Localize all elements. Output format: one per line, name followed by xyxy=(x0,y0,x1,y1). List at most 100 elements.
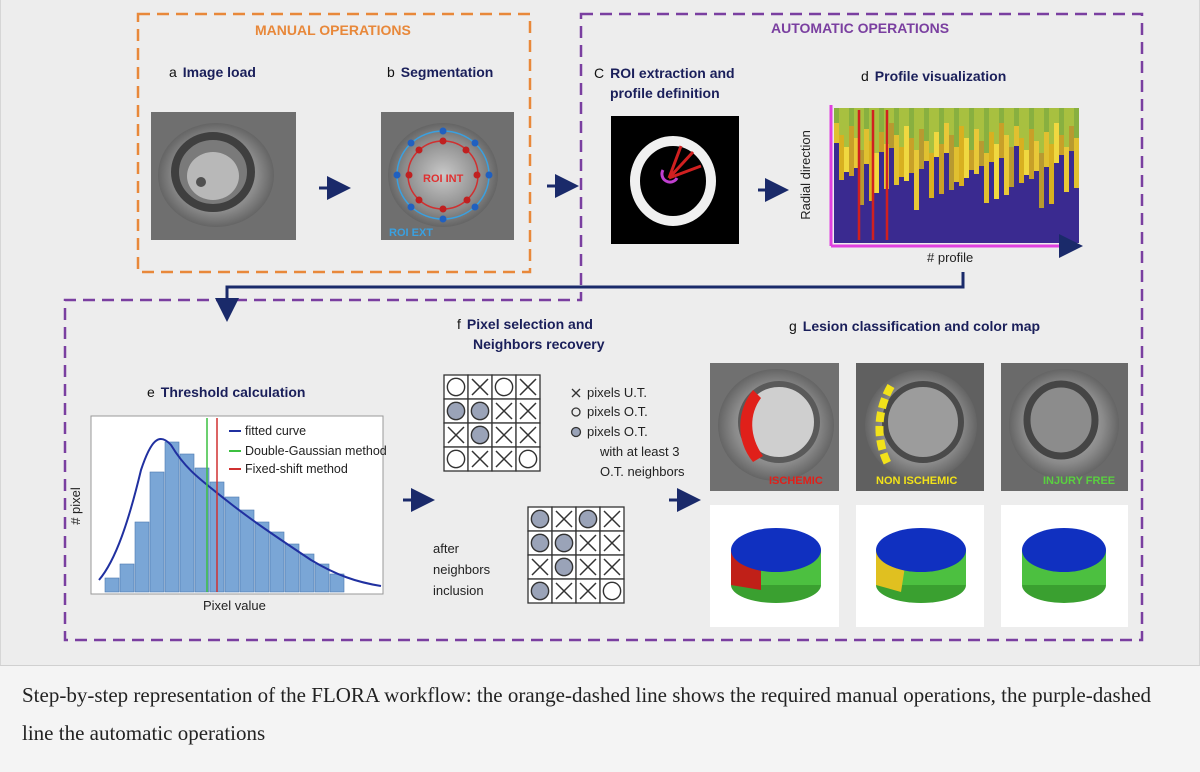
heatmap-cell xyxy=(894,108,899,135)
pixel-over-threshold-neighbors xyxy=(578,509,598,529)
heatmap-cell xyxy=(1014,108,1019,126)
heatmap-cell xyxy=(914,150,919,210)
heatmap-cell xyxy=(899,108,904,147)
heatmap-cell xyxy=(1044,108,1049,132)
histogram-bar xyxy=(299,553,315,593)
heatmap-cell xyxy=(994,144,999,199)
heatmap-cell xyxy=(1019,108,1024,138)
legend-fitted-curve: fitted curve xyxy=(245,424,307,438)
heatmap-cell xyxy=(1009,147,1014,187)
heatmap-cell xyxy=(1054,108,1059,123)
heatmap-cell xyxy=(839,135,844,180)
heatmap-cell xyxy=(1074,108,1079,138)
heatmap-cell xyxy=(1019,138,1024,183)
heatmap-cell xyxy=(1049,108,1054,144)
pixel-over-threshold-neighbors xyxy=(530,533,550,553)
heatmap-cell xyxy=(999,123,1004,158)
histogram-bar xyxy=(254,521,270,593)
heatmap-cell xyxy=(834,123,839,143)
heatmap-cell xyxy=(1049,144,1054,204)
heatmap-cell xyxy=(954,147,959,182)
roi-ext-label: ROI EXT xyxy=(389,227,433,239)
histogram-bar xyxy=(194,467,210,593)
histogram-bar xyxy=(269,531,285,593)
heatmap-cell xyxy=(1014,126,1019,146)
heatmap-cell xyxy=(1024,150,1029,175)
pixel-under-threshold xyxy=(579,582,597,600)
roi-extraction-image xyxy=(611,116,739,244)
heatmap-cell xyxy=(929,108,934,153)
pixel-over-threshold-neighbors xyxy=(554,533,574,553)
pixel-under-threshold xyxy=(603,558,621,576)
heatmap-cell xyxy=(904,108,909,126)
heatmap-cell xyxy=(869,108,874,141)
heatmap-cell xyxy=(859,108,864,150)
histogram-bar xyxy=(164,441,180,593)
pixel-over-threshold xyxy=(446,449,466,469)
heatmap-cell xyxy=(984,108,989,153)
heatmap-cell xyxy=(864,108,869,129)
pixel-under-threshold xyxy=(579,534,597,552)
3d-map-non-ischemic xyxy=(856,505,984,627)
heatmap-cell xyxy=(854,138,859,168)
histogram-bar xyxy=(329,573,345,593)
automatic-operations-border xyxy=(63,12,1144,642)
pixel-over-threshold-neighbors xyxy=(446,401,466,421)
pixel-under-threshold xyxy=(603,510,621,528)
heatmap-cell xyxy=(1004,135,1009,195)
heatmap-cell xyxy=(1069,126,1074,151)
profile-axis-label: # profile xyxy=(927,250,974,265)
pixel-under-threshold xyxy=(519,378,537,396)
pixel-under-threshold xyxy=(579,558,597,576)
heatmap-cell xyxy=(849,126,854,176)
histogram-bar xyxy=(149,471,165,593)
heatmap-cell xyxy=(939,144,944,194)
pixel-count-label: # pixel xyxy=(67,487,83,525)
heatmap-cell xyxy=(989,132,994,162)
pixel-under-threshold xyxy=(519,426,537,444)
heatmap-cell xyxy=(1069,108,1074,126)
heatmap-cell xyxy=(1044,132,1049,167)
heatmap-cell xyxy=(919,129,924,169)
pixel-under-threshold xyxy=(555,510,573,528)
heatmap-cell xyxy=(1064,147,1069,192)
heatmap-cell xyxy=(1004,108,1009,135)
histogram-bar xyxy=(119,563,135,593)
heatmap-cell xyxy=(934,132,939,157)
heatmap-cell xyxy=(964,108,969,138)
pixel-over-threshold-neighbors xyxy=(554,557,574,577)
pixel-under-threshold xyxy=(471,378,489,396)
heatmap-cell xyxy=(949,108,954,135)
mri-segmentation: ROI INT ROI EXT xyxy=(381,112,514,240)
heatmap-cell xyxy=(979,141,984,166)
heatmap-cell xyxy=(994,108,999,144)
ischemic-image: ISCHEMIC xyxy=(710,363,839,491)
pixel-under-threshold xyxy=(471,450,489,468)
pixel-under-threshold xyxy=(531,558,549,576)
heatmap-cell xyxy=(1059,108,1064,135)
heatmap-cell xyxy=(1074,138,1079,188)
figure-caption: Step-by-step representation of the FLORA… xyxy=(0,665,1200,772)
histogram-bar xyxy=(284,543,300,593)
heatmap-cell xyxy=(909,138,914,173)
heatmap-cell xyxy=(839,108,844,135)
heatmap-cell xyxy=(989,108,994,132)
heatmap-cell xyxy=(944,123,949,153)
heatmap-cell xyxy=(969,108,974,150)
pixel-over-threshold xyxy=(518,449,538,469)
heatmap-cell xyxy=(1034,141,1039,171)
heatmap-cell xyxy=(1009,108,1014,147)
heatmap-cell xyxy=(919,108,924,129)
heatmap-cell xyxy=(924,108,929,141)
heatmap-cell xyxy=(1054,123,1059,163)
heatmap-cell xyxy=(909,108,914,138)
legend-pixels-ot-neighbors-2: with at least 3 xyxy=(600,444,680,459)
manual-operations-box xyxy=(136,12,532,274)
class-label-injury-free: INJURY FREE xyxy=(1043,475,1115,487)
histogram-bar xyxy=(224,496,240,593)
